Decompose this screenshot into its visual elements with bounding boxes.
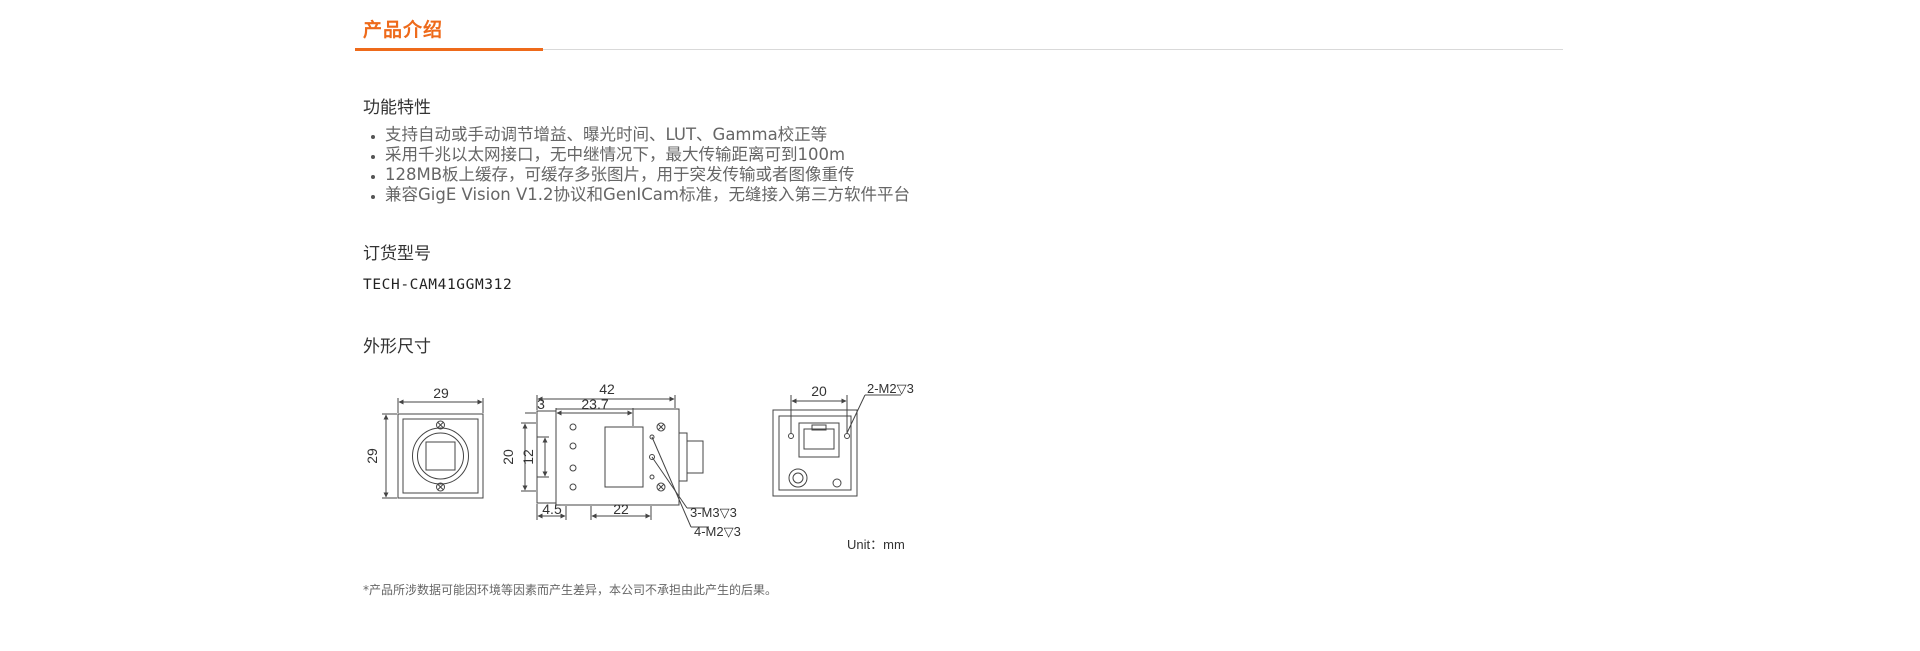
dimensions-heading: 外形尺寸	[363, 337, 431, 357]
dim-side-offset: 3	[537, 396, 545, 412]
model-number: TECH-CAM41GGM312	[363, 277, 513, 293]
label-screw-m2-rear: 2-M2▽3	[867, 381, 914, 396]
label-screw-m3: 3-M3▽3	[690, 505, 737, 520]
features-list: 支持自动或手动调节增益、曝光时间、LUT、Gamma校正等 采用千兆以太网接口，…	[363, 125, 910, 205]
tab-product-intro[interactable]: 产品介绍	[363, 19, 444, 41]
header-divider	[355, 49, 1563, 50]
dim-side-bottom-offset: 4.5	[542, 501, 562, 517]
dim-front-width: 29	[433, 385, 449, 401]
list-item: 128MB板上缓存，可缓存多张图片，用于突发传输或者图像重传	[385, 165, 910, 185]
dimension-drawing: 29 29 42 3 23.7 20 12 4.5 22 3-M3▽3 4-M2…	[364, 381, 914, 552]
rear-view-drawing	[772, 394, 901, 497]
section-tab-header: 产品介绍	[355, 0, 1563, 52]
features-heading: 功能特性	[363, 98, 431, 118]
list-item: 兼容GigE Vision V1.2协议和GenICam标准，无缝接入第三方软件…	[385, 185, 910, 205]
dim-front-height: 29	[364, 448, 380, 464]
order-heading: 订货型号	[363, 244, 431, 264]
unit-label: Unit：mm	[847, 537, 905, 552]
side-view-drawing	[521, 395, 709, 528]
label-screw-m2-side: 4-M2▽3	[694, 524, 741, 539]
dim-side-body: 23.7	[581, 396, 608, 412]
list-item: 采用千兆以太网接口，无中继情况下，最大传输距离可到100m	[385, 145, 910, 165]
dim-side-total: 42	[599, 381, 615, 397]
list-item: 支持自动或手动调节增益、曝光时间、LUT、Gamma校正等	[385, 125, 910, 145]
dim-side-inner-height: 12	[520, 449, 536, 465]
dim-rear-width: 20	[811, 383, 827, 399]
active-tab-indicator	[355, 48, 543, 51]
front-view-drawing	[382, 398, 484, 499]
dim-side-height: 20	[500, 449, 516, 465]
disclaimer-text: *产品所涉数据可能因环境等因素而产生差异，本公司不承担由此产生的后果。	[363, 583, 778, 597]
dim-side-bottom-width: 22	[613, 501, 629, 517]
product-intro-panel: 产品介绍 功能特性 支持自动或手动调节增益、曝光时间、LUT、Gamma校正等 …	[355, 0, 1563, 651]
